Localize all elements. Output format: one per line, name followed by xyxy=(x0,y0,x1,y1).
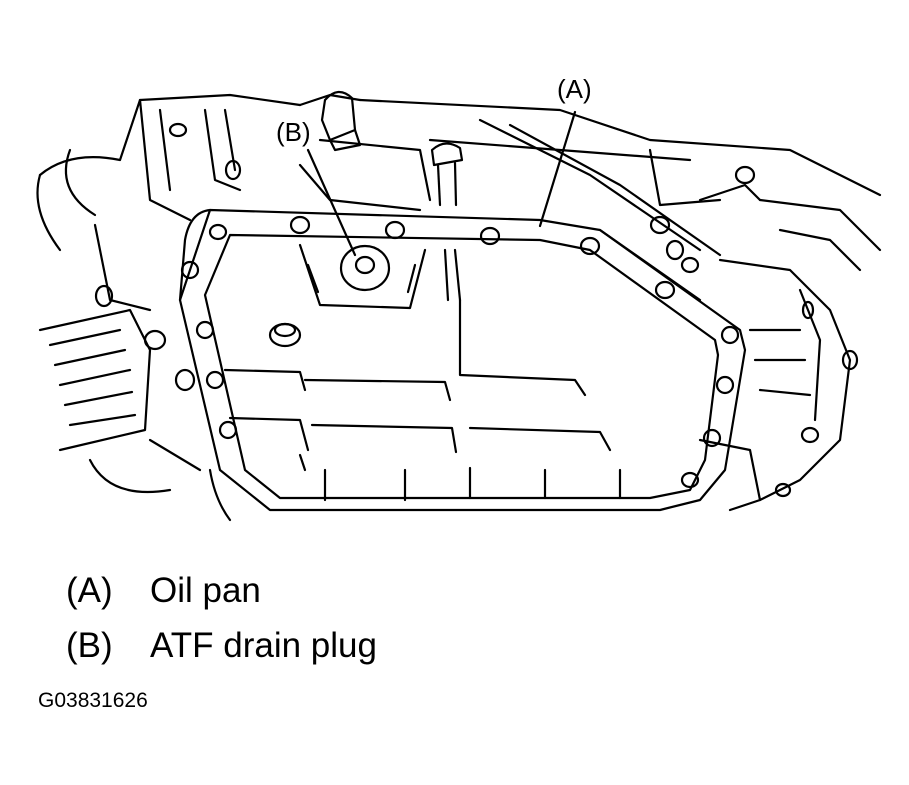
callout-label-a: (A) xyxy=(557,74,592,104)
leader-line-b xyxy=(306,148,357,257)
legend-label: Oil pan xyxy=(150,571,261,610)
legend-item-oil-pan: (A) Oil pan xyxy=(66,573,261,608)
legend-label: ATF drain plug xyxy=(150,626,377,665)
transmission-oil-pan-illustration xyxy=(36,90,882,522)
oil-pan-flange xyxy=(178,208,747,512)
atf-drain-plug xyxy=(339,244,391,292)
legend-item-drain-plug: (B) ATF drain plug xyxy=(66,628,377,663)
oil-pan xyxy=(178,208,747,512)
oil-pan-inner-edge xyxy=(203,233,720,500)
transmission-housing xyxy=(36,93,882,522)
leader-line-a xyxy=(538,110,577,228)
figure-id: G03831626 xyxy=(38,689,148,712)
filler-neck xyxy=(320,90,464,207)
flange-bolts xyxy=(180,215,740,489)
legend-code: (A) xyxy=(66,571,113,610)
callout-label-b: (B) xyxy=(276,117,311,147)
legend-code: (B) xyxy=(66,626,113,665)
